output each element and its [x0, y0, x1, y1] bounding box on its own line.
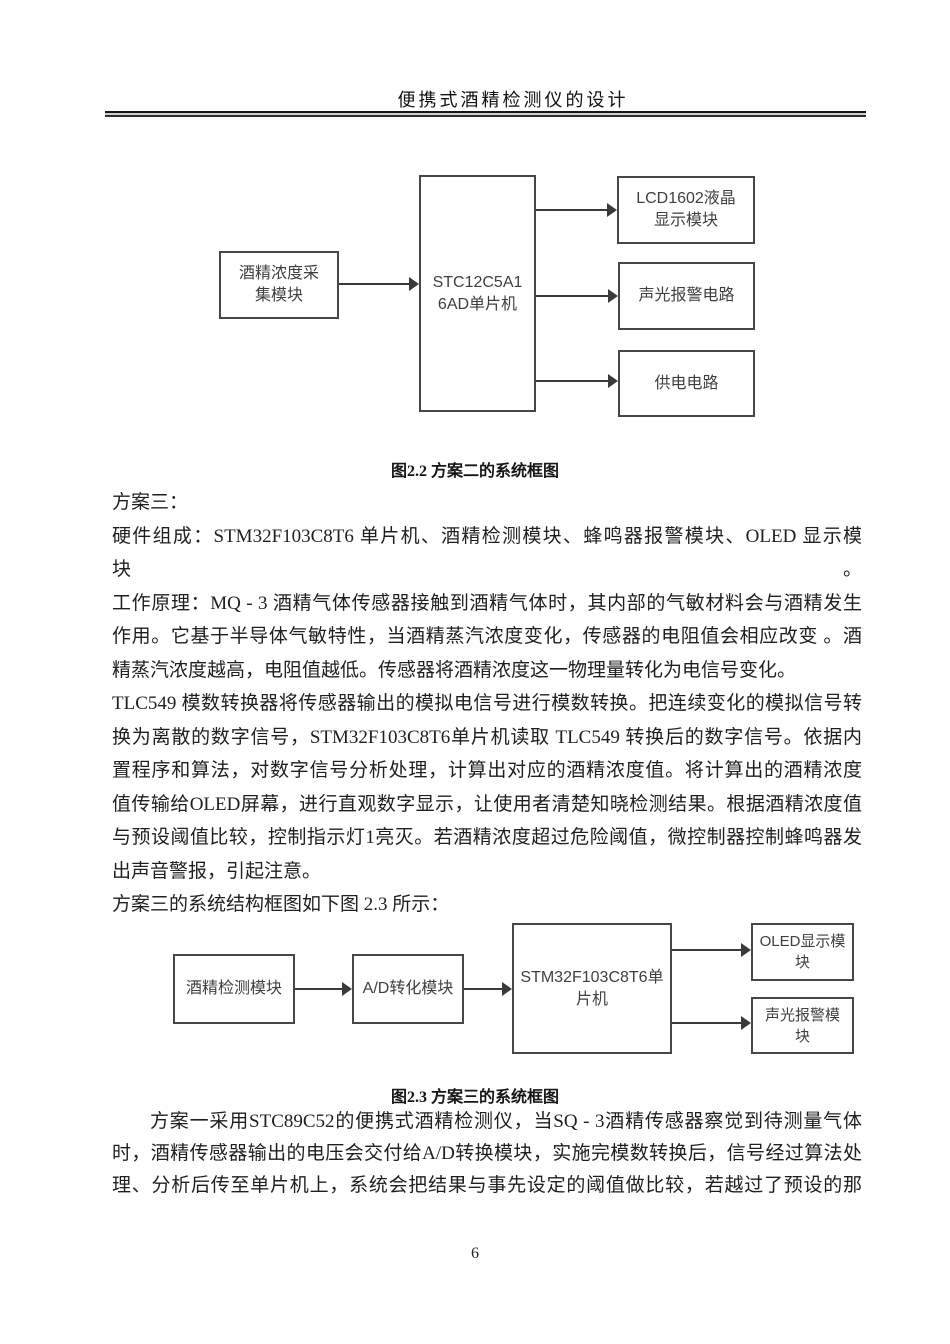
node-label-line: 片机 [575, 990, 608, 1008]
arrow-connector [672, 943, 751, 957]
arrow-connector [464, 982, 512, 996]
node-label-line: 6AD单片机 [437, 295, 518, 313]
node-label-line: 集模块 [254, 287, 303, 304]
page-number: 6 [471, 1245, 479, 1262]
body-paragraphs: 方案三： 硬件组成：STM32F103C8T6 单片机、酒精检测模块、蜂鸣器报警… [112, 486, 862, 922]
body-text-line: 值传输给OLED屏幕，进行直观数字显示，让使用者清楚知晓检测结果。根据酒精浓度值 [112, 793, 862, 815]
arrow-connector [536, 203, 617, 217]
node-alcohol-collect: 酒精浓度采 集模块 [219, 251, 339, 319]
arrow-connector [536, 289, 618, 303]
arrow-connector [339, 277, 419, 291]
body-text-line: 置程序和算法，对数字信号分析处理，计算出对应的酒精浓度值。将计算出的酒精浓度 [112, 760, 862, 781]
node-sound-light-alarm-2: 声光报警模 块 [751, 997, 854, 1054]
body-text-line: 精蒸汽浓度越高，电阻值越低。传感器将酒精浓度这一物理量转化为电信号变化。 [112, 659, 797, 681]
node-label-line: 块 [794, 1027, 810, 1045]
node-stm32-mcu: STM32F103C8T6单 片机 [512, 923, 672, 1054]
body-text-line: 作用。它基于半导体气敏特性，当酒精蒸汽浓度变化，传感器的电阻值会相应改变 。酒 [112, 626, 862, 647]
node-label-line: 酒精浓度采 [238, 265, 319, 282]
closing-paragraph: 方案一采用STC89C52的便携式酒精检测仪，当SQ - 3酒精传感器察觉到待测… [112, 1106, 862, 1202]
node-label-line: 酒精检测模块 [185, 980, 282, 997]
node-label-line: STM32F103C8T6单 [520, 968, 664, 986]
header-rule [105, 111, 866, 117]
node-label-line: 声光报警模 [764, 1006, 840, 1024]
arrow-connector [536, 374, 618, 388]
body-text-line: 理、分析后传至单片机上，系统会把结果与事先设定的阈值做比较，若越过了预设的那 [112, 1175, 862, 1196]
body-text-line: 方案一采用STC89C52的便携式酒精检测仪，当SQ - 3酒精传感器察觉到待测… [150, 1111, 862, 1132]
arrow-connector [295, 982, 352, 996]
node-ad-converter: A/D转化模块 [352, 954, 464, 1024]
node-label-line: 声光报警电路 [638, 287, 735, 304]
node-lcd1602-display: LCD1602液晶 显示模块 [617, 176, 755, 244]
node-oled-display: OLED显示模 块 [751, 923, 854, 981]
node-label-line: 显示模块 [653, 212, 718, 229]
node-sound-light-alarm: 声光报警电路 [618, 262, 755, 330]
figure-2-2-caption: 图2.2 方案二的系统框图 [390, 463, 559, 480]
body-text-line: 工作原理：MQ - 3 酒精气体传感器接触到酒精气体时，其内部的气敏材料会与酒精… [112, 592, 862, 614]
node-label-line: STC12C5A1 [432, 273, 523, 291]
figure-2-3-caption: 图2.3 方案三的系统框图 [390, 1089, 559, 1106]
body-text-line: 方案三： [112, 492, 189, 513]
page-header-title: 便携式酒精检测仪的设计 [397, 90, 629, 110]
body-text-line: 换为离散的数字信号，STM32F103C8T6单片机读取 TLC549 转换后的… [112, 726, 862, 748]
body-text-line: 时，酒精传感器输出的电压会交付给A/D转换模块，实施完模数转换后，信号经过算法处 [112, 1143, 862, 1164]
node-alcohol-detect: 酒精检测模块 [173, 954, 295, 1024]
node-label-line: 块 [794, 954, 810, 971]
node-power-circuit: 供电电路 [618, 350, 755, 417]
node-label-line: OLED显示模 [759, 933, 846, 950]
node-label-line: A/D转化模块 [362, 980, 454, 997]
body-text-line: 与预设阈值比较，控制指示灯1亮灭。若酒精浓度超过危险阈值，微控制器控制蜂鸣器发 [112, 827, 862, 848]
body-text-line: 出声音警报，引起注意。 [112, 860, 322, 882]
node-stc12c5a16ad-mcu: STC12C5A1 6AD单片机 [419, 175, 536, 412]
body-text-line: 方案三的系统结构框图如下图 2.3 所示： [112, 894, 450, 915]
node-label-line: 供电电路 [654, 374, 719, 392]
body-text-line: TLC549 模数转换器将传感器输出的模拟电信号进行模数转换。把连续变化的模拟信… [112, 693, 862, 714]
node-label-line: LCD1602液晶 [636, 190, 736, 207]
body-text-line: 硬件组成：STM32F103C8T6 单片机、酒精检测模块、蜂鸣器报警模块、OL… [112, 525, 862, 581]
arrow-connector [672, 1016, 751, 1030]
